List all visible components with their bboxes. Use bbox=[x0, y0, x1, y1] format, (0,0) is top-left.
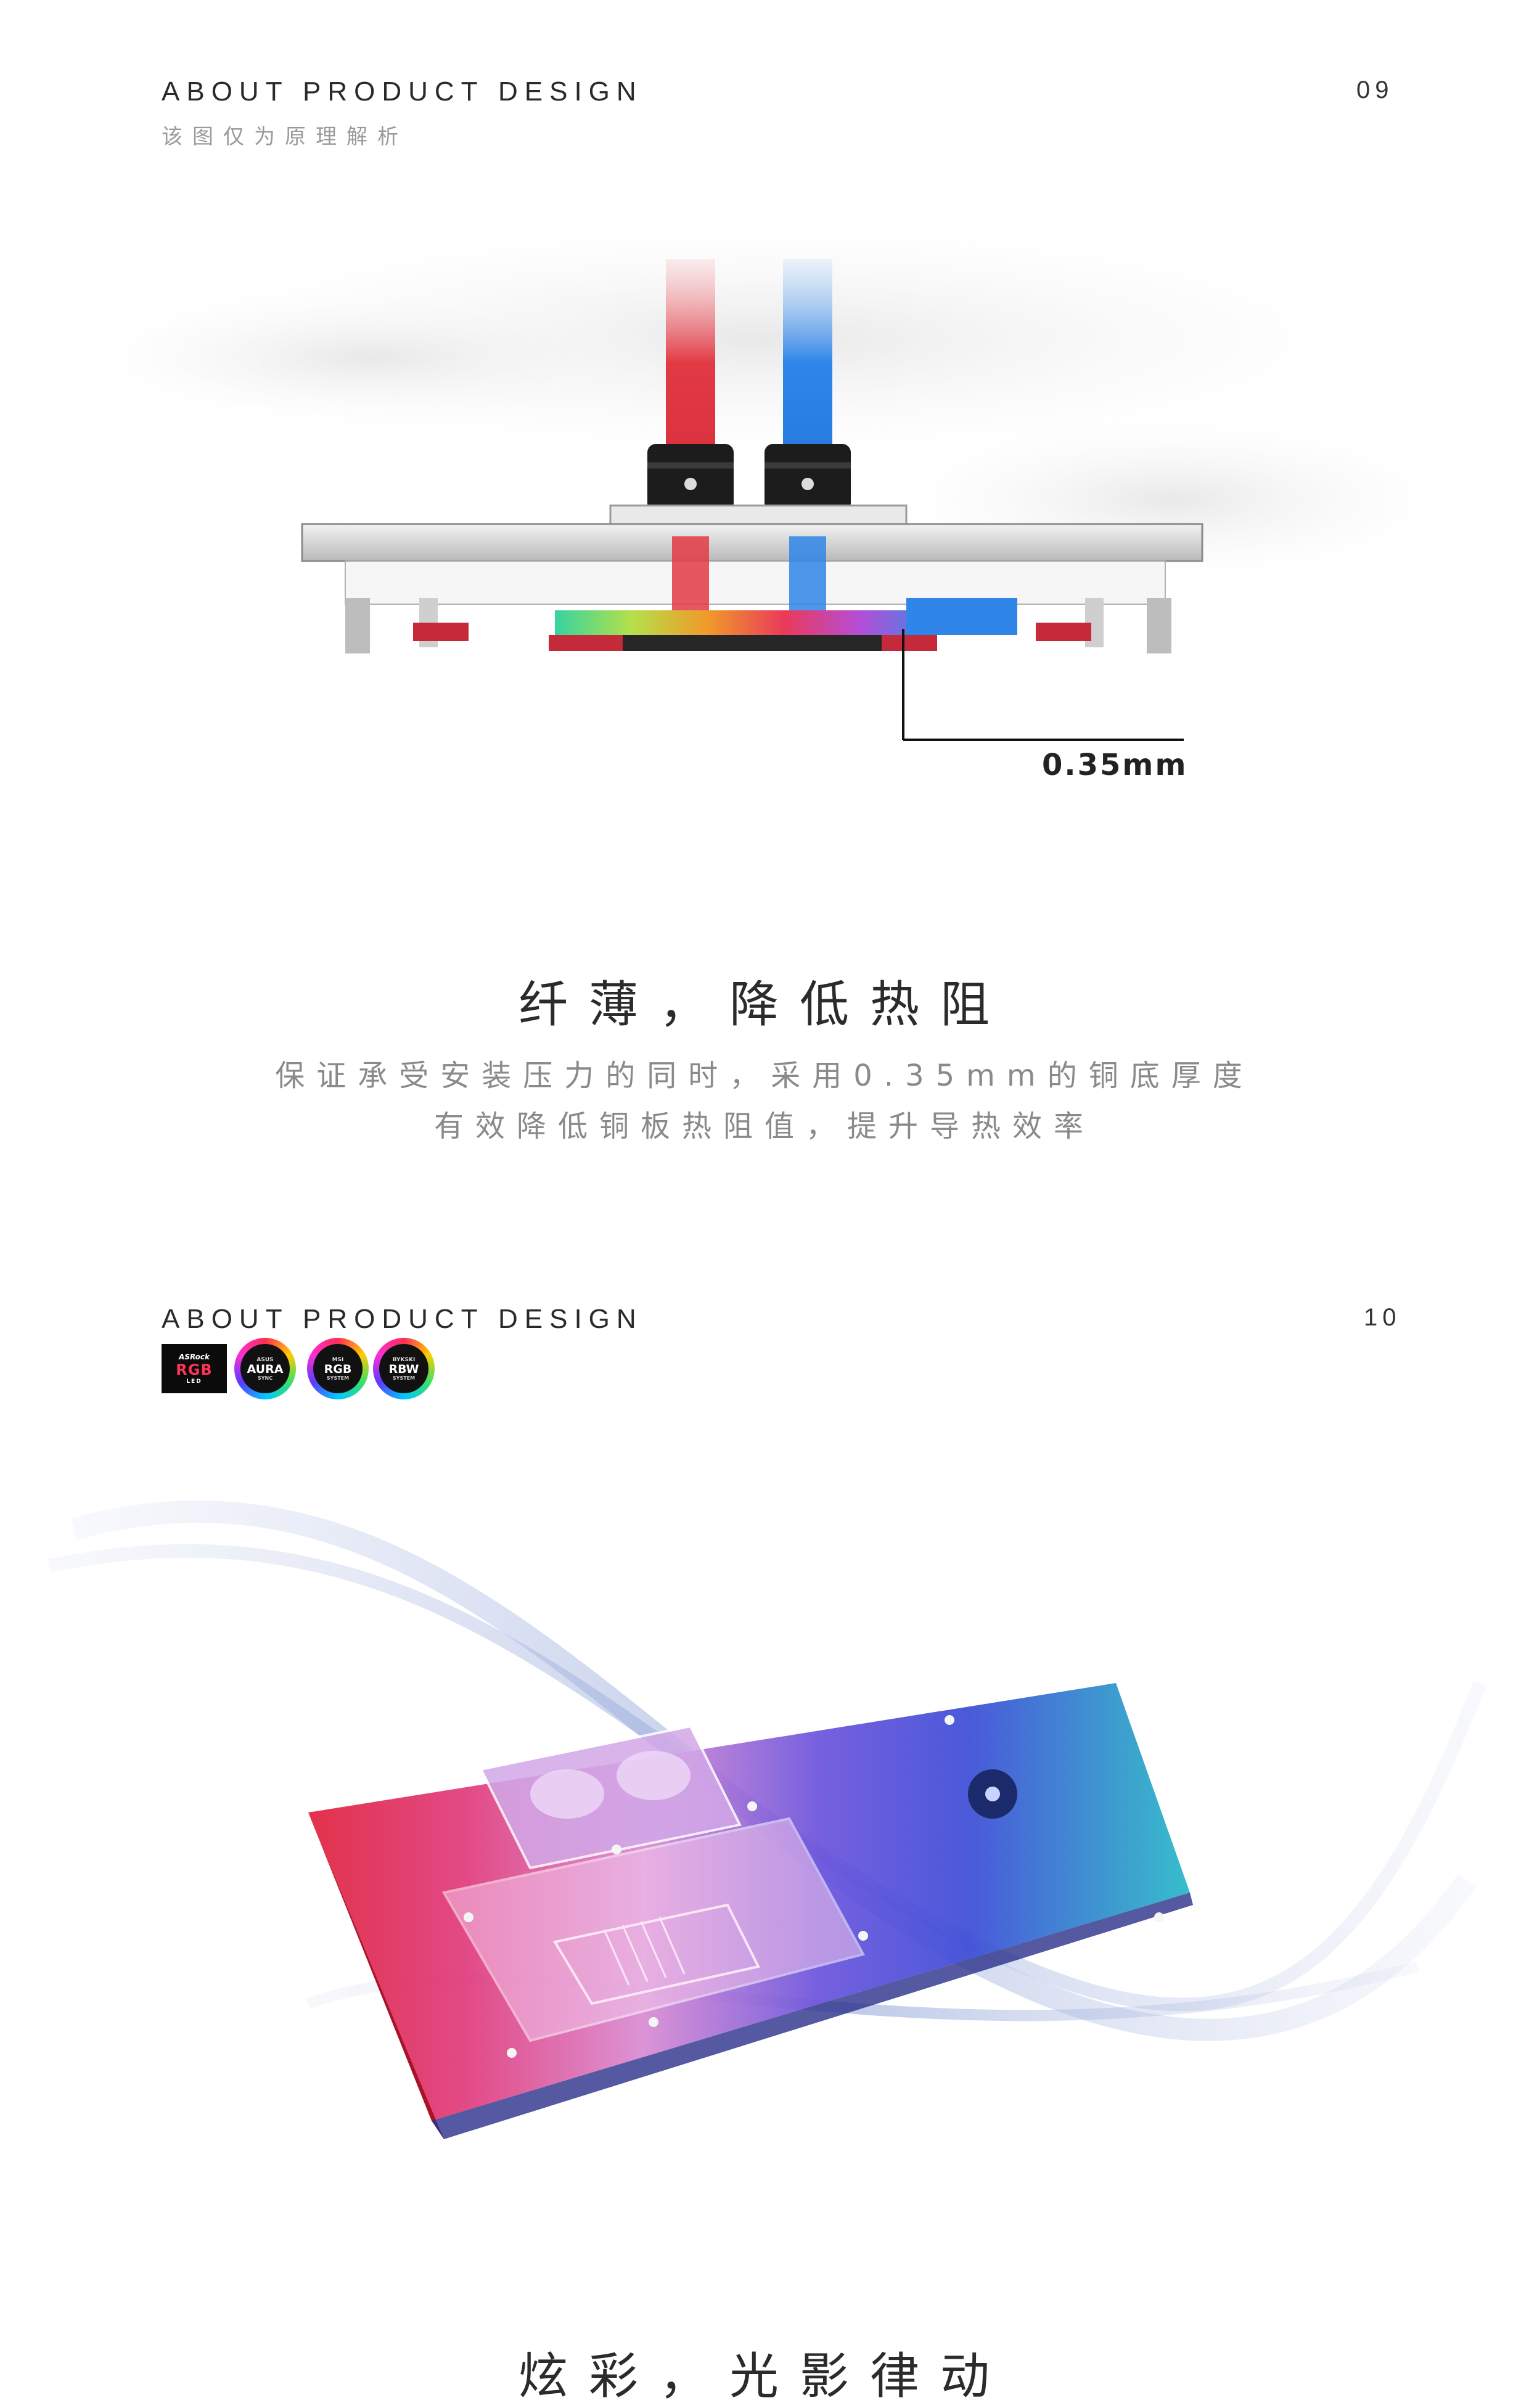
section-subtitle: 该图仅为原理解析 bbox=[162, 125, 408, 149]
gpu-waterblock-rgb-illustration bbox=[47, 1501, 1486, 2139]
section-title: ABOUT PRODUCT DESIGN bbox=[162, 1304, 643, 1334]
section-title: ABOUT PRODUCT DESIGN bbox=[162, 76, 643, 107]
waterblock-cross-section-illustration: 0.35mm bbox=[49, 203, 1492, 782]
thickness-label: 0.35mm bbox=[1042, 748, 1187, 782]
section1-headline: 纤薄，降低热阻 bbox=[519, 976, 1010, 1033]
page-number: 10 bbox=[1364, 1304, 1401, 1331]
section2-headline: 炫彩，光影律动 bbox=[519, 2348, 1010, 2405]
section1-body-line-2: 有效降低铜板热阻值，提升导热效率 bbox=[433, 1109, 1095, 1144]
asrock-rgb-led-logo: ASRock RGB LED bbox=[162, 1344, 227, 1393]
section1-body-line-1: 保证承受安装压力的同时，采用0.35mm的铜底厚度 bbox=[275, 1059, 1254, 1093]
page-number: 09 bbox=[1356, 76, 1394, 104]
